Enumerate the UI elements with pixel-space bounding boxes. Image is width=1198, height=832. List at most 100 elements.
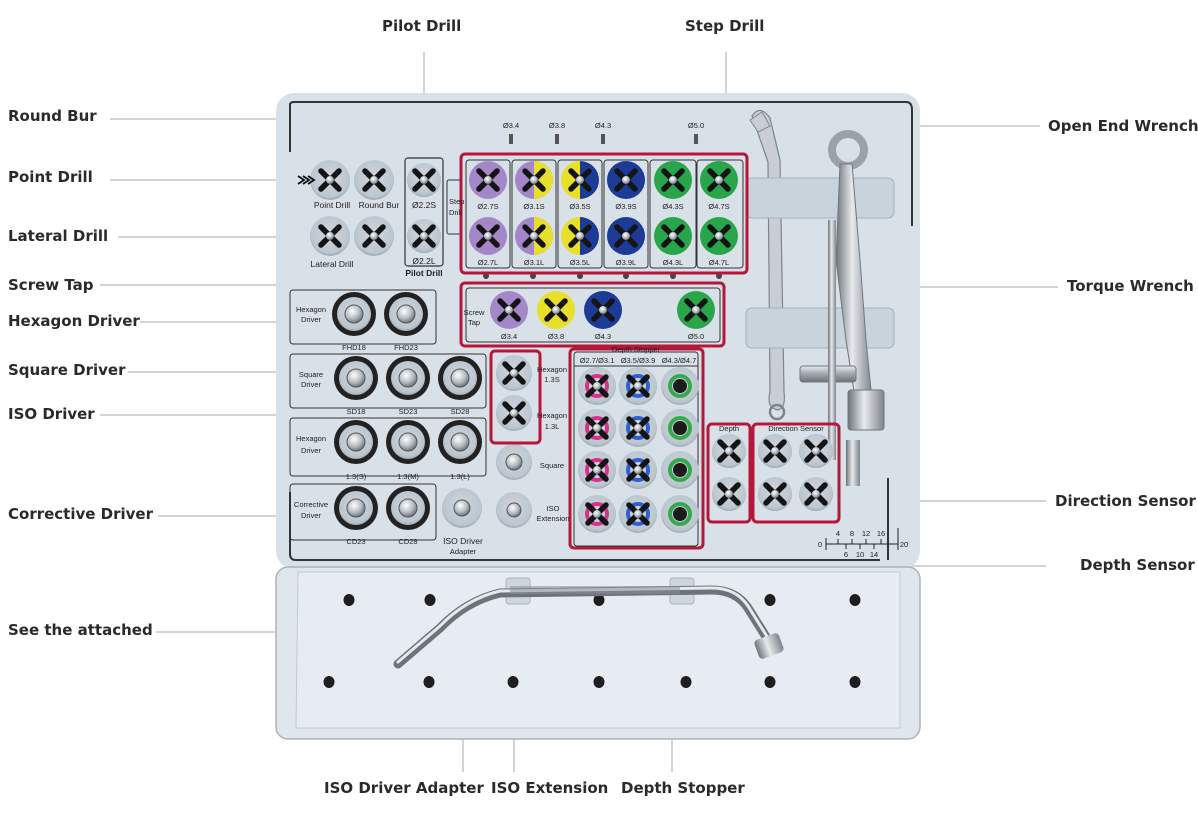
- hex-size-label: 1.3(S): [346, 472, 367, 481]
- callout-see-attached: See the attached: [8, 621, 153, 639]
- callout-depth-stopper: Depth Stopper: [621, 779, 745, 797]
- sd-label: SD28: [451, 407, 470, 416]
- step-s-label: Ø3.9S: [615, 202, 636, 211]
- tray-label-iso-1: ISO: [547, 504, 560, 513]
- ruler-bottom-label: 0: [818, 540, 822, 549]
- step-s-label: Ø3.5S: [569, 202, 590, 211]
- fhd-label: FHD23: [394, 343, 418, 352]
- tap-size-label: Ø3.4: [501, 332, 517, 341]
- callout-square-driver: Square Driver: [8, 361, 126, 379]
- ruler-top-label: 16: [877, 529, 885, 538]
- tray-label-step-2: Drill: [449, 208, 462, 217]
- sd-label: SD18: [347, 407, 366, 416]
- tray-label-lateral-drill: Lateral Drill: [311, 259, 354, 269]
- ds-col-label: Ø4.3/Ø4.7: [662, 356, 697, 365]
- step-l-label: Ø3.1L: [524, 258, 544, 267]
- tray-labels: Point Drill Round Bur Lateral Drill Ø2.2…: [294, 121, 908, 559]
- ruler-bottom-label: 14: [870, 550, 878, 559]
- ruler-bottom-label: 6: [844, 550, 848, 559]
- callout-iso-driver: ISO Driver: [8, 405, 95, 423]
- tray-label-pilot-drill: Pilot Drill: [405, 268, 442, 278]
- tray-label-iso-2: Extension: [537, 514, 570, 523]
- tray-label-corr-1: Corrective: [294, 500, 328, 509]
- step-top-label: Ø3.4: [503, 121, 519, 130]
- tray-label-step-1: Step: [449, 197, 464, 206]
- ruler-top-label: 4: [836, 529, 840, 538]
- sensor-wells: [712, 434, 833, 511]
- tray-label-hex-2: Driver: [301, 315, 322, 324]
- tray-label-depth: Depth: [719, 424, 739, 433]
- tray-label-tap: Tap: [468, 318, 480, 327]
- callout-pilot-drill: Pilot Drill: [382, 17, 462, 35]
- step-l-label: Ø4.7L: [709, 258, 729, 267]
- depth-stopper-wells: [573, 351, 699, 547]
- cd-label: CD28: [398, 537, 417, 546]
- tray-label-sq-2: Driver: [301, 380, 322, 389]
- step-l-label: Ø4.3L: [663, 258, 683, 267]
- ds-col-label: Ø2.7/Ø3.1: [580, 356, 615, 365]
- highlight-boxes: [459, 152, 841, 550]
- step-top-label: Ø4.3: [595, 121, 611, 130]
- cd-label: CD23: [346, 537, 365, 546]
- ruler-bottom-label: 10: [856, 550, 864, 559]
- tray-label-direction-sensor: Direction Sensor: [768, 424, 824, 433]
- callout-iso-driver-adapter: ISO Driver Adapter: [324, 779, 484, 797]
- sd-label: SD23: [399, 407, 418, 416]
- tray-label-iso-hex-2: Hexagon: [537, 411, 567, 420]
- tray-label-sq-1: Square: [299, 370, 323, 379]
- callout-screw-tap: Screw Tap: [8, 276, 94, 294]
- callout-depth-sensor: Depth Sensor: [1080, 556, 1195, 574]
- step-l-label: Ø2.7L: [478, 258, 498, 267]
- tray-label-hex2-2: Driver: [301, 446, 322, 455]
- tray-label-hex2-1: Hexagon: [296, 434, 326, 443]
- attached-extension-bar: [393, 577, 784, 669]
- tray-label-iso-hex-13s: 1.3S: [544, 375, 559, 384]
- fhd-label: FHD18: [342, 343, 366, 352]
- tray-label-corr-2: Driver: [301, 511, 322, 520]
- callout-round-bur: Round Bur: [8, 107, 97, 125]
- ruler-top-label: 12: [862, 529, 870, 538]
- step-top-label: Ø3.8: [549, 121, 565, 130]
- tray-label-pilot-2-2s: Ø2.2S: [412, 200, 436, 210]
- callout-hexagon-driver: Hexagon Driver: [8, 312, 140, 330]
- tray-label-iso-adapter-1: ISO Driver: [443, 536, 483, 546]
- pilot-drill-box: [404, 157, 444, 267]
- tap-size-label: Ø3.8: [548, 332, 564, 341]
- iso-driver-wells: [496, 355, 532, 528]
- ruler-top-label: 8: [850, 529, 854, 538]
- hex-size-label: 1.3(M): [397, 472, 419, 481]
- step-s-label: Ø2.7S: [477, 202, 498, 211]
- step-top-label: Ø5.0: [688, 121, 704, 130]
- step-drill-wells: [465, 134, 744, 269]
- step-l-label: Ø3.5L: [570, 258, 590, 267]
- callout-point-drill: Point Drill: [8, 168, 93, 186]
- callout-lateral-drill: Lateral Drill: [8, 227, 109, 245]
- callout-open-end-wrench: Open End Wrench: [1048, 117, 1198, 135]
- step-s-label: Ø3.1S: [523, 202, 544, 211]
- tray-label-round-bur: Round Bur: [359, 200, 400, 210]
- callout-iso-extension: ISO Extension: [491, 779, 609, 797]
- step-s-label: Ø4.3S: [662, 202, 683, 211]
- driver-wells: [289, 289, 487, 541]
- tray-label-depth-stopper: Depth Stopper: [612, 345, 661, 354]
- tray-holes: [323, 594, 861, 688]
- tap-size-label: Ø5.0: [688, 332, 704, 341]
- tray-label-iso-square: Square: [540, 461, 564, 470]
- callout-torque-wrench: Torque Wrench: [1067, 277, 1194, 295]
- ruler-bottom-label: 20: [900, 540, 908, 549]
- torque-wrench: [799, 130, 885, 486]
- hex-size-label: 1.3(L): [450, 472, 470, 481]
- tray-label-screw: Screw: [464, 308, 485, 317]
- point-drill-wells: [297, 160, 394, 256]
- tray-label-hex-1: Hexagon: [296, 305, 326, 314]
- tray-label-iso-hex-13l: 1.3L: [545, 422, 560, 431]
- callout-direction-sensor: Direction Sensor: [1055, 492, 1196, 510]
- tray-label-point-drill: Point Drill: [314, 200, 350, 210]
- tray-label-iso-hex-1: Hexagon: [537, 365, 567, 374]
- depth-ruler: [825, 528, 899, 550]
- tap-size-label: Ø4.3: [595, 332, 611, 341]
- ds-col-label: Ø3.5/Ø3.9: [621, 356, 656, 365]
- tray-label-iso-adapter-2: Adapter: [450, 547, 477, 556]
